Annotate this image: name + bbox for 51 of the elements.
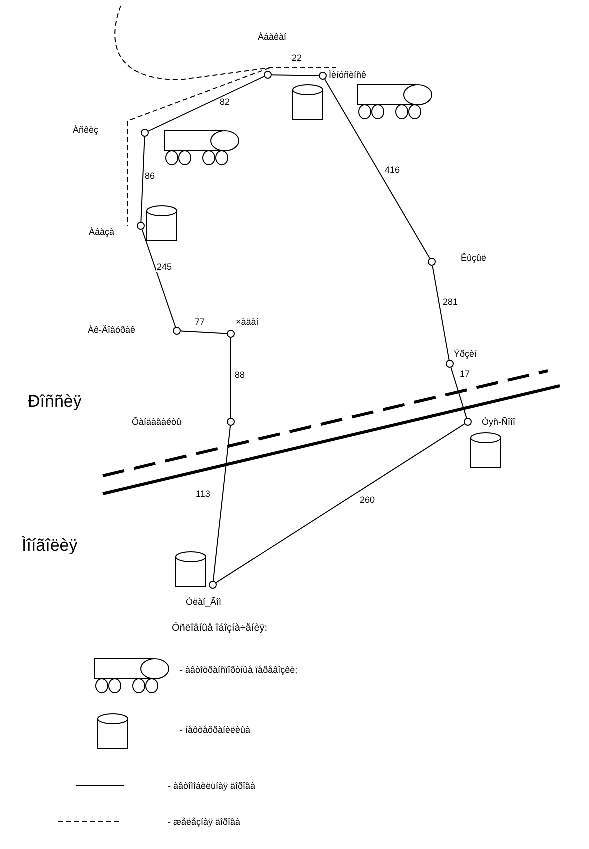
town-name: Óyñ-Ñîîî xyxy=(482,418,516,427)
town-marker xyxy=(173,327,181,335)
distance-label: 77 xyxy=(194,318,206,327)
road-line xyxy=(324,78,430,260)
legend-text: - àâòîòðàíñïîðòíûå ïåðåâîçêè; xyxy=(180,666,298,675)
distance-label: 22 xyxy=(291,54,304,63)
legend-title: Óñëîâíûå îáîçíà÷åíèÿ: xyxy=(172,624,268,634)
road-line xyxy=(142,229,176,328)
road-line xyxy=(212,425,232,582)
town-marker xyxy=(446,360,454,368)
distance-label: 88 xyxy=(234,371,246,380)
distance-label: 17 xyxy=(459,370,472,379)
town-name: Àáàêàí xyxy=(258,33,287,42)
road-line xyxy=(432,265,450,361)
town-marker xyxy=(428,258,436,266)
country-name: Ìîíãîëèÿ xyxy=(22,537,78,554)
distance-label: 245 xyxy=(156,263,174,272)
town-name: Ìèíóñèíñê xyxy=(329,71,367,80)
town-name: Àñêèç xyxy=(73,126,99,135)
town-name: Ýðçèí xyxy=(454,350,478,359)
road-line xyxy=(216,424,466,584)
town-marker xyxy=(319,72,327,80)
town-marker xyxy=(464,418,472,426)
town-name: Óëàí_Ãîì xyxy=(186,598,222,607)
distance-label: 281 xyxy=(442,298,460,307)
distance-label: 86 xyxy=(144,172,156,181)
legend-text: - æåëåçíàÿ äîðîãà xyxy=(168,818,241,827)
road-line xyxy=(230,338,232,418)
town-name: Õàíäàãàéòû xyxy=(132,418,182,427)
legend-text: - íåôòåõðàíèëèùà xyxy=(180,726,251,735)
country-name: Ðîññèÿ xyxy=(28,393,82,410)
town-name: Àáàçà xyxy=(89,228,115,237)
distance-label: 113 xyxy=(195,490,212,499)
town-marker xyxy=(137,222,145,230)
town-marker xyxy=(227,418,235,426)
distance-label: 260 xyxy=(359,496,376,505)
distance-label: 416 xyxy=(384,166,402,175)
town-marker xyxy=(141,129,149,137)
town-name: ×àäàí xyxy=(236,318,259,327)
town-marker xyxy=(227,330,235,338)
road-line xyxy=(180,330,228,334)
distance-label: 82 xyxy=(219,98,232,107)
town-name: Êûçûë xyxy=(461,254,487,263)
legend-text: - àâòîìîáèëüíàÿ äîðîãà xyxy=(168,782,256,791)
town-marker xyxy=(209,581,217,589)
road-line xyxy=(140,136,146,222)
town-marker xyxy=(264,71,272,79)
road-line xyxy=(148,76,265,132)
road-line xyxy=(450,367,468,419)
road-line xyxy=(272,74,320,76)
town-name: Àê-Äîâóðàê xyxy=(88,326,136,335)
